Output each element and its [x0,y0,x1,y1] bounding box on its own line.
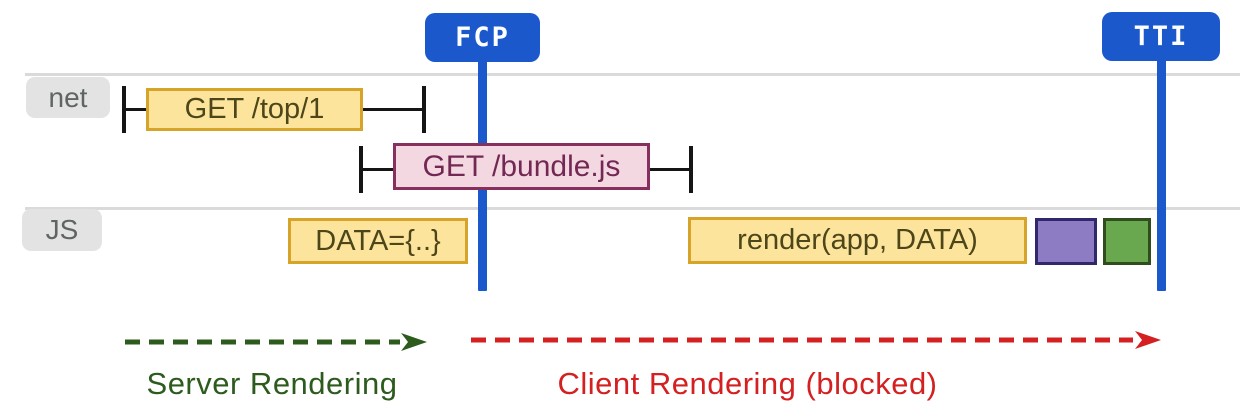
render-task-box: render(app, DATA) [688,217,1027,264]
server-rendering-text: Server Rendering [146,366,398,401]
request1-right-connector [363,108,424,111]
tti-marker-label: TTI [1133,21,1189,52]
request2-label: GET /bundle.js [422,149,621,183]
data-task-label: DATA={..} [315,224,441,257]
request1-label: GET /top/1 [184,93,325,125]
net-track-label: net [26,77,110,118]
fcp-marker-label: FCP [455,22,510,53]
client-rendering-arrow [471,331,1161,349]
server-rendering-arrow [125,333,427,351]
server-arrowhead-icon [401,333,427,351]
tti-marker-line [1157,58,1166,291]
data-task-box: DATA={..} [288,218,468,264]
purple-task-box [1035,218,1097,265]
fcp-marker-badge: FCP [425,13,540,62]
client-rendering-text: Client Rendering (blocked) [557,366,938,401]
request1-left-connector [124,108,148,111]
server-rendering-label: Server Rendering [122,366,422,402]
request2-box: GET /bundle.js [393,143,650,190]
js-track-label: JS [22,209,102,251]
request2-end-tick [689,146,693,193]
client-arrowhead-icon [1135,331,1161,349]
tti-marker-badge: TTI [1102,12,1220,61]
green-task-box [1103,218,1151,265]
client-rendering-label: Client Rendering (blocked) [470,366,1025,402]
js-track-label-text: JS [45,214,79,245]
request2-left-connector [361,168,393,171]
request2-right-connector [650,168,689,171]
js-track-line [25,207,1240,210]
net-track-line [25,73,1240,76]
request1-end-tick [422,86,426,133]
net-track-label-text: net [48,81,88,113]
request1-box: GET /top/1 [146,88,363,131]
render-task-label: render(app, DATA) [737,224,978,256]
